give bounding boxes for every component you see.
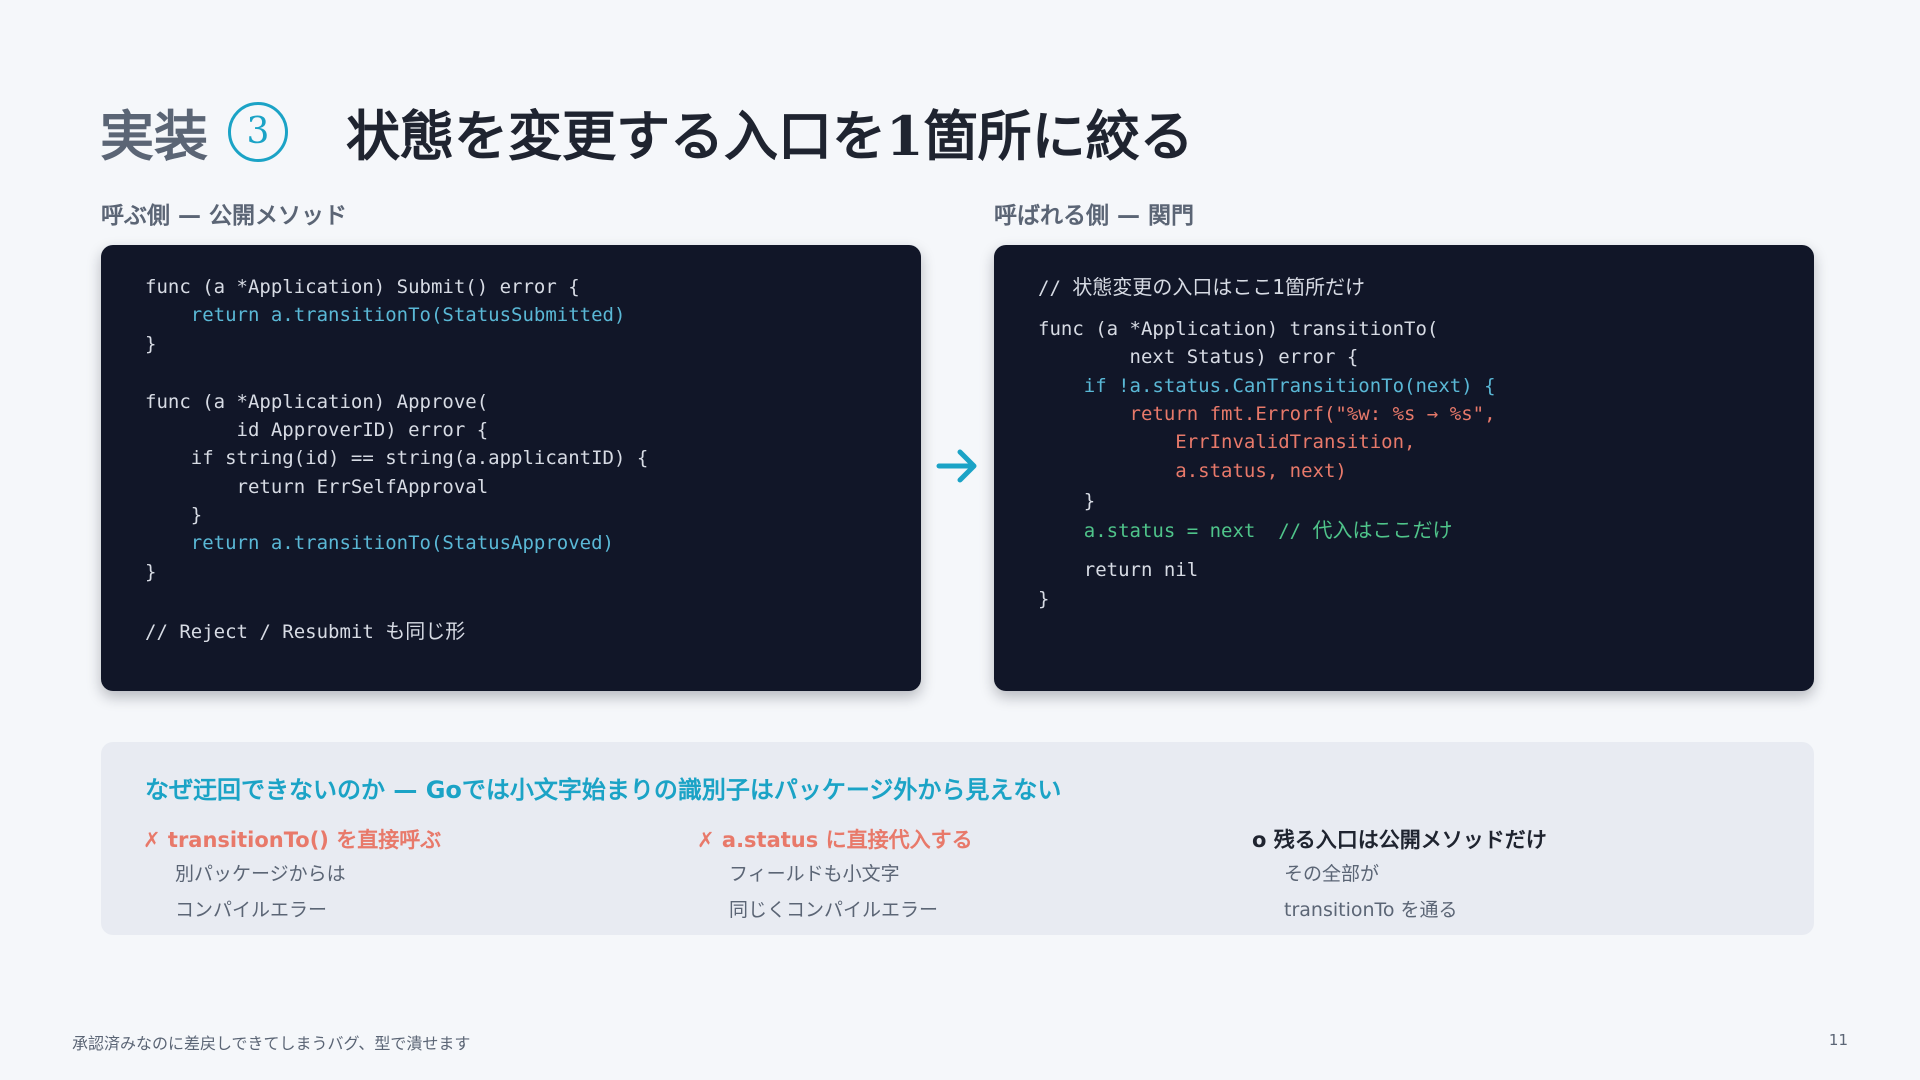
page-number: 11 [1828,1031,1848,1049]
footer-text: 承認済みなのに差戻しできてしまうバグ、型で潰せます [72,1034,471,1053]
panel-heading: なぜ迂回できないのか — Goでは小文字始まりの識別子はパッケージ外から見えない [145,776,1062,804]
title-prefix: 実装 [100,104,208,168]
code-comment: // 状態変更の入口はここ1箇所だけ [1038,273,1365,302]
code-line: func (a *Application) Approve( [145,391,489,413]
assignment-code-part: a.status = next // [1038,520,1313,542]
code-line: return ErrSelfApproval [145,476,489,498]
code-line: ErrInvalidTransition, [1038,431,1416,453]
caller-label: 呼ぶ側 — 公開メソッド [101,203,348,229]
code-line: } [1038,588,1050,610]
reason-line: 同じくコンパイルエラー [729,899,939,921]
code-line-assignment: a.status = next // 代入はここだけ [1038,516,1453,545]
code-line: return a.transitionTo(StatusSubmitted) [145,304,626,326]
explanation-panel: なぜ迂回できないのか — Goでは小文字始まりの識別子はパッケージ外から見えない… [101,742,1814,935]
code-line: } [1038,490,1096,512]
code-line: next Status) error { [1038,346,1359,368]
callee-label: 呼ばれる側 — 関門 [994,203,1195,229]
code-comment: // Reject / Resubmit も同じ形 [145,617,465,646]
code-line: if string(id) == string(a.applicantID) { [145,447,649,469]
reason-line: 別パッケージからは [175,863,346,885]
comment-code-part: // [1038,277,1073,299]
reason-line: コンパイルエラー [175,899,328,921]
code-line: id ApproverID) error { [145,419,489,441]
reason-heading: ✗ transitionTo() を直接呼ぶ [143,828,442,852]
reason-line: その全部が [1284,863,1380,885]
code-line: } [145,504,203,526]
comment-jp-part: 状態変更の入口はここ1箇所だけ [1072,275,1366,299]
title-main: 状態を変更する入口を1箇所に絞る [346,104,1194,168]
code-line: func (a *Application) Submit() error { [145,276,580,298]
reason-heading: ✗ a.status に直接代入する [697,828,973,852]
code-line: } [145,333,157,355]
code-line: } [145,561,157,583]
slide-title: 実装 3 状態を変更する入口を1箇所に絞る [100,92,1194,171]
comment-jp-part: も同じ形 [385,619,466,643]
reason-heading: o 残る入口は公開メソッドだけ [1252,828,1547,852]
code-line: if !a.status.CanTransitionTo(next) { [1038,375,1496,397]
comment-jp-part: 代入はここだけ [1312,518,1453,542]
reason-column: o 残る入口は公開メソッドだけ その全部が transitionTo を通る [1252,826,1547,928]
code-line: return a.transitionTo(StatusApproved) [145,532,614,554]
code-line: return nil [1038,559,1199,581]
reason-line: フィールドも小文字 [729,863,900,885]
arrow-right-icon [936,449,977,483]
comment-code-part: // Reject / Resubmit [145,621,374,643]
code-line: return fmt.Errorf("%w: %s → %s", [1038,403,1496,425]
code-line: a.status, next) [1038,460,1347,482]
reason-column: ✗ a.status に直接代入する フィールドも小文字 同じくコンパイルエラー [697,826,973,928]
code-line: func (a *Application) transitionTo( [1038,318,1439,340]
callee-code-block: // 状態変更の入口はここ1箇所だけ func (a *Application)… [994,245,1814,691]
caller-code-block: func (a *Application) Submit() error { r… [101,245,921,691]
reason-line: transitionTo を通る [1284,899,1458,921]
reason-column: ✗ transitionTo() を直接呼ぶ 別パッケージからは コンパイルエラ… [143,826,441,928]
step-number-badge: 3 [228,101,288,162]
